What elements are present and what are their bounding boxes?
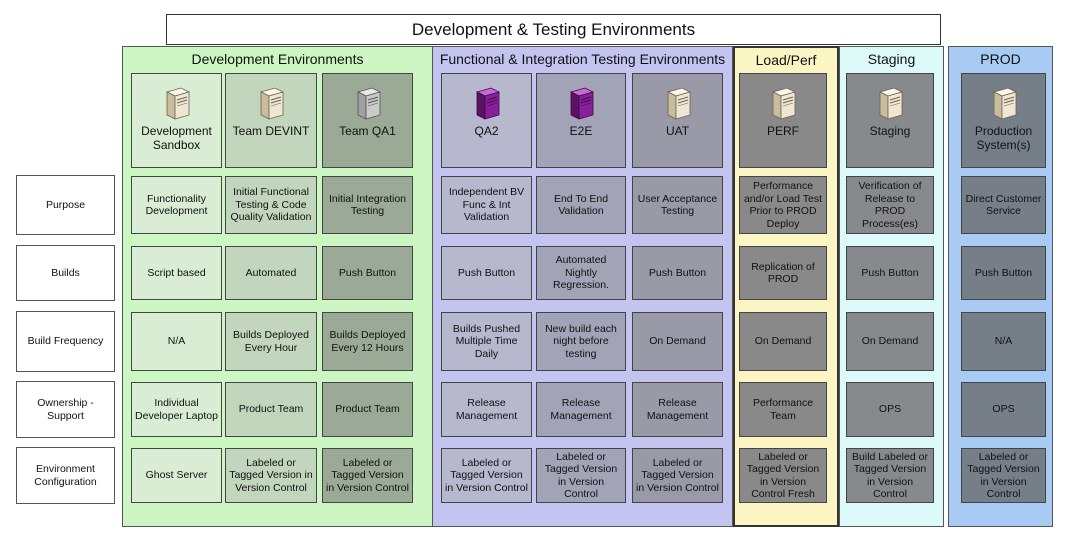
environment-header: E2E	[536, 73, 626, 168]
matrix-cell: Builds Pushed Multiple Time Daily	[441, 312, 532, 371]
server-beige-icon	[163, 86, 191, 120]
environment-header: UAT	[632, 73, 723, 168]
matrix-cell: Performance Team	[739, 382, 827, 437]
matrix-cell: Labeled or Tagged Version in Version Con…	[322, 448, 413, 503]
matrix-cell: Labeled or Tagged Version in Version Con…	[536, 448, 626, 503]
matrix-cell: Script based	[131, 246, 222, 300]
environment-name: Production System(s)	[974, 124, 1033, 152]
matrix-cell: Labeled or Tagged Version in Version Con…	[441, 448, 532, 503]
group-title: PROD	[980, 51, 1021, 67]
group-title: Staging	[867, 51, 916, 67]
matrix-cell: Push Button	[632, 246, 723, 300]
environment-name: Team QA1	[339, 124, 396, 138]
matrix-cell: On Demand	[632, 312, 723, 371]
matrix-cell: Initial Functional Testing & Code Qualit…	[225, 176, 317, 234]
matrix-cell: Release Management	[536, 382, 626, 437]
environment-header: QA2	[441, 73, 532, 168]
row-label: Environment Configuration	[16, 447, 115, 504]
server-purple-icon	[473, 86, 501, 120]
matrix-cell: Labeled or Tagged Version in Version Con…	[739, 448, 827, 503]
matrix-cell: Labeled or Tagged Version in Version Con…	[632, 448, 723, 503]
matrix-cell: Automated	[225, 246, 317, 300]
matrix-cell: Product Team	[225, 382, 317, 437]
server-gray-icon	[354, 86, 382, 120]
matrix-cell: Individual Developer Laptop	[131, 382, 222, 437]
row-label: Builds	[16, 245, 115, 301]
environment-name: PERF	[766, 124, 799, 138]
matrix-cell: Replication of PROD	[739, 246, 827, 300]
matrix-cell: Independent BV Func & Int Validation	[441, 176, 532, 234]
environment-name: QA2	[474, 124, 499, 138]
server-beige-icon	[990, 86, 1018, 120]
matrix-cell: Functionality Development	[131, 176, 222, 234]
matrix-cell: N/A	[131, 312, 222, 371]
environment-header: PERF	[739, 73, 827, 168]
environment-name: Team DEVINT	[232, 124, 310, 138]
matrix-cell: Verification of Release to PROD Process(…	[846, 176, 934, 234]
server-beige-icon	[876, 86, 904, 120]
environment-name: E2E	[569, 124, 593, 138]
environment-header: Staging	[846, 73, 934, 168]
group-title: Development Environments	[191, 51, 364, 67]
row-label: Build Frequency	[16, 311, 115, 372]
matrix-cell: Push Button	[846, 246, 934, 300]
row-label: Ownership - Support	[16, 381, 115, 438]
environment-header: Team QA1	[322, 73, 413, 168]
environment-header: Development Sandbox	[131, 73, 222, 168]
matrix-cell: Initial Integration Testing	[322, 176, 413, 234]
matrix-cell: Push Button	[322, 246, 413, 300]
matrix-cell: On Demand	[739, 312, 827, 371]
matrix-cell: Product Team	[322, 382, 413, 437]
environment-header: Production System(s)	[961, 73, 1046, 168]
environment-name: UAT	[665, 124, 690, 138]
group-title: Load/Perf	[755, 52, 817, 68]
matrix-cell: User Acceptance Testing	[632, 176, 723, 234]
matrix-cell: Push Button	[961, 246, 1046, 300]
matrix-cell: End To End Validation	[536, 176, 626, 234]
matrix-cell: New build each night before testing	[536, 312, 626, 371]
matrix-cell: Push Button	[441, 246, 532, 300]
server-beige-icon	[257, 86, 285, 120]
environment-header: Team DEVINT	[225, 73, 317, 168]
matrix-cell: OPS	[846, 382, 934, 437]
matrix-cell: OPS	[961, 382, 1046, 437]
matrix-cell: Builds Deployed Every Hour	[225, 312, 317, 371]
environment-name: Development Sandbox	[141, 124, 212, 152]
group-title: Functional & Integration Testing Environ…	[439, 51, 726, 67]
row-label: Purpose	[16, 175, 115, 235]
matrix-cell: Ghost Server	[131, 448, 222, 503]
matrix-cell: Release Management	[441, 382, 532, 437]
matrix-cell: N/A	[961, 312, 1046, 371]
matrix-cell: Performance and/or Load Test Prior to PR…	[739, 176, 827, 234]
matrix-cell: Labeled or Tagged Version in Version Con…	[961, 448, 1046, 503]
matrix-cell: Labeled or Tagged Version in Version Con…	[225, 448, 317, 503]
matrix-cell: On Demand	[846, 312, 934, 371]
matrix-cell: Release Management	[632, 382, 723, 437]
server-purple-icon	[567, 86, 595, 120]
server-beige-icon	[664, 86, 692, 120]
environment-name: Staging	[869, 124, 911, 138]
server-beige-icon	[769, 86, 797, 120]
matrix-cell: Builds Deployed Every 12 Hours	[322, 312, 413, 371]
diagram-title: Development & Testing Environments	[166, 14, 941, 45]
matrix-cell: Automated Nightly Regression.	[536, 246, 626, 300]
matrix-cell: Direct Customer Service	[961, 176, 1046, 234]
matrix-cell: Build Labeled or Tagged Version in Versi…	[846, 448, 934, 503]
